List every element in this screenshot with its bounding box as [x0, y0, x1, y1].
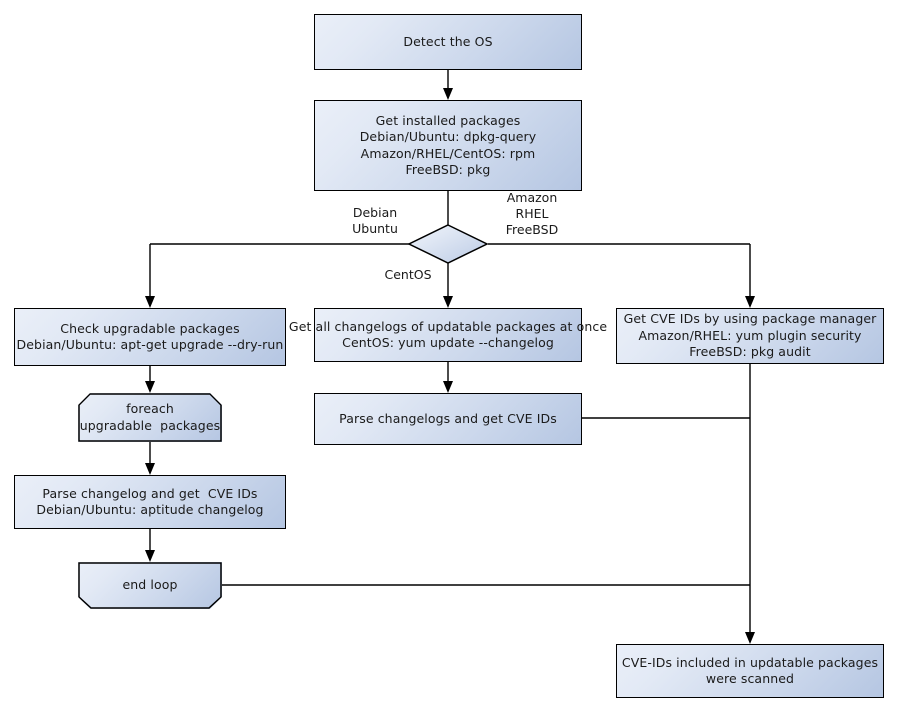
node-detect-os[interactable]: Detect the OS [314, 14, 582, 70]
node-get-cve-package-manager-label: Get CVE IDs by using package manager Ama… [623, 311, 877, 360]
arrowhead-parse-changelog [145, 463, 155, 475]
node-scan-complete-label: CVE-IDs included in updatable packages w… [621, 654, 879, 687]
node-foreach-loop-start-label: foreach upgradable packages [79, 401, 221, 433]
node-parse-changelog-single[interactable]: Parse changelog and get CVE IDs Debian/U… [14, 475, 286, 529]
node-os-decision[interactable] [408, 224, 488, 264]
arrowhead-foreach [145, 381, 155, 393]
node-get-installed-packages[interactable]: Get installed packages Debian/Ubuntu: dp… [314, 100, 582, 191]
node-parse-changelog-single-label: Parse changelog and get CVE IDs Debian/U… [36, 485, 264, 518]
edge-label-debian-ubuntu: Debian Ubuntu [352, 205, 398, 236]
node-get-installed-packages-label: Get installed packages Debian/Ubuntu: dp… [359, 112, 537, 178]
edge-label-centos: CentOS [384, 267, 432, 282]
node-parse-changelogs-all-label: Parse changelogs and get CVE IDs [339, 410, 557, 426]
edge-label-amazon-rhel-freebsd: Amazon RHEL FreeBSD [505, 190, 559, 237]
node-foreach-loop-start[interactable]: foreach upgradable packages [78, 393, 222, 442]
node-get-cve-package-manager[interactable]: Get CVE IDs by using package manager Ama… [616, 308, 884, 364]
arrowhead-get-cve-pkg [745, 296, 755, 308]
node-end-loop-label: end loop [122, 577, 178, 593]
node-end-loop[interactable]: end loop [78, 562, 222, 609]
node-parse-changelogs-all[interactable]: Parse changelogs and get CVE IDs [314, 393, 582, 445]
node-get-all-changelogs-label: Get all changelogs of updatable packages… [288, 318, 608, 351]
arrowhead-packages [443, 88, 453, 100]
arrowhead-get-all-changelogs [443, 296, 453, 308]
arrowhead-check-upgradable [145, 296, 155, 308]
node-check-upgradable-packages[interactable]: Check upgradable packages Debian/Ubuntu:… [14, 308, 286, 366]
arrowhead-scan-complete [745, 632, 755, 644]
arrowhead-end-loop [145, 550, 155, 562]
node-scan-complete[interactable]: CVE-IDs included in updatable packages w… [616, 644, 884, 698]
node-get-all-changelogs[interactable]: Get all changelogs of updatable packages… [289, 308, 607, 362]
node-detect-os-label: Detect the OS [403, 33, 493, 49]
arrowhead-parse-all [443, 381, 453, 393]
node-check-upgradable-packages-label: Check upgradable packages Debian/Ubuntu:… [16, 320, 284, 353]
